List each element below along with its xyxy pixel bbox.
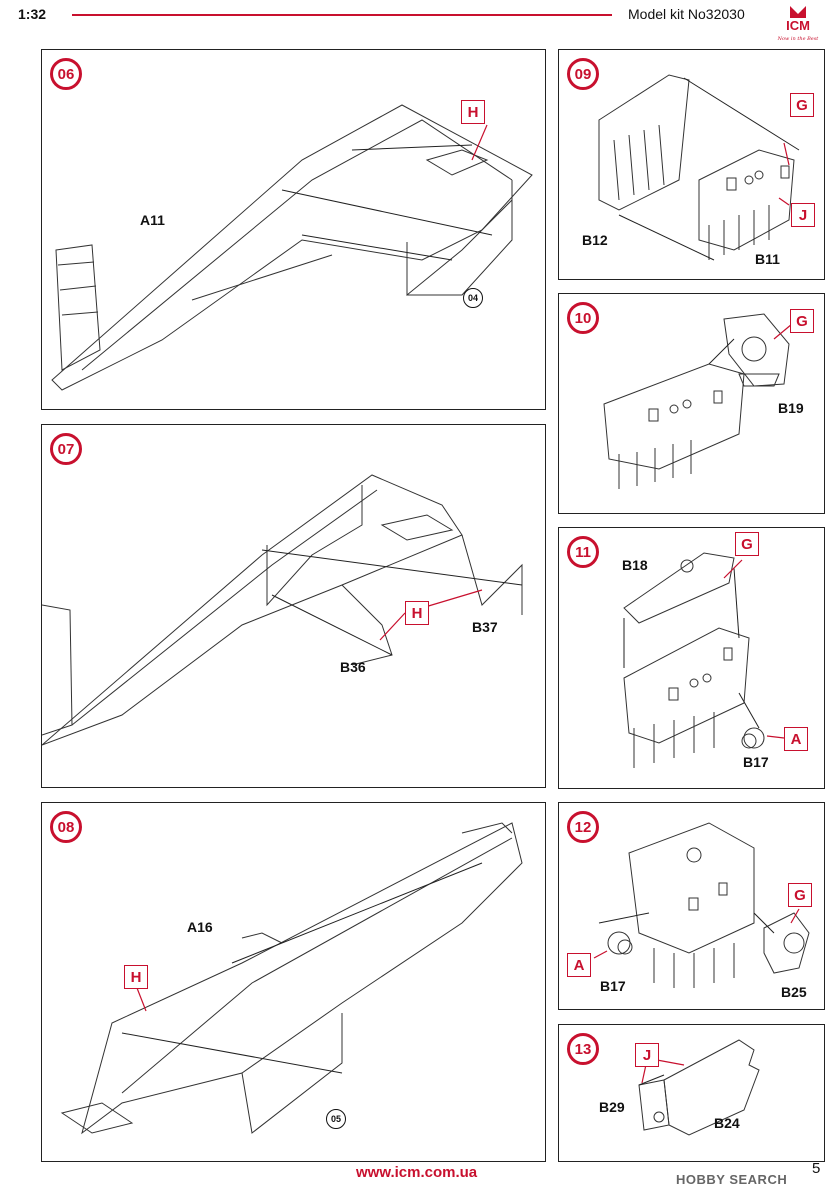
part-label-a16: A16: [187, 919, 213, 935]
step-11-panel: 11 B18 B17 G A: [558, 527, 825, 789]
step-number-badge: 11: [567, 536, 599, 568]
reference-box-h: H: [124, 965, 148, 989]
sub-step-reference: 05: [326, 1109, 346, 1129]
reference-box-h: H: [405, 601, 429, 625]
part-label-b17: B17: [600, 978, 626, 994]
scale-label: 1:32: [18, 6, 47, 22]
reference-box-j: J: [791, 203, 815, 227]
part-label-b17: B17: [743, 754, 769, 770]
reference-box-g: G: [790, 309, 814, 333]
part-label-b19: B19: [778, 400, 804, 416]
step-number-badge: 06: [50, 58, 82, 90]
part-label-b37: B37: [472, 619, 498, 635]
reference-box-a: A: [567, 953, 591, 977]
part-label-b36: B36: [340, 659, 366, 675]
reference-box-j: J: [635, 1043, 659, 1067]
icm-logo: ICM Now in the Best: [777, 6, 820, 42]
engine-block-drawing: [603, 313, 793, 489]
svg-text:Now in the Best: Now in the Best: [777, 36, 820, 42]
step-number-badge: 07: [50, 433, 82, 465]
step-number-badge: 10: [567, 302, 599, 334]
engine-block-drawing: [623, 552, 785, 768]
part-label-b24: B24: [714, 1115, 740, 1131]
part-label-b25: B25: [781, 984, 807, 1000]
svg-text:ICM: ICM: [786, 18, 810, 33]
fuselage-frame-drawing: [51, 104, 533, 391]
step-07-panel: 07 B36 B37 H: [41, 424, 546, 788]
step-10-panel: 10 B19 G: [558, 293, 825, 514]
fuselage-frame-drawing: [60, 822, 523, 1135]
fuselage-frame-drawing: [42, 474, 523, 746]
header-rule: [72, 14, 612, 16]
step-06-panel: 06 A11 H 04: [41, 49, 546, 410]
exhaust-cover-drawing: [638, 1039, 760, 1136]
step-number-badge: 08: [50, 811, 82, 843]
part-label-b11: B11: [755, 251, 780, 267]
engine-block-drawing: [598, 74, 800, 261]
sub-step-reference: 04: [463, 288, 483, 308]
part-label-b29: B29: [599, 1099, 625, 1115]
reference-box-g: G: [788, 883, 812, 907]
step-08-panel: 08 A16 H 05: [41, 802, 546, 1162]
part-label-a11: A11: [140, 212, 165, 228]
step-number-badge: 12: [567, 811, 599, 843]
reference-box-h: H: [461, 100, 485, 124]
reference-box-a: A: [784, 727, 808, 751]
reference-box-g: G: [735, 532, 759, 556]
step-number-badge: 09: [567, 58, 599, 90]
reference-box-g: G: [790, 93, 814, 117]
part-label-b18: B18: [622, 557, 648, 573]
step-12-panel: 12 B17 B25 A G: [558, 802, 825, 1010]
model-kit-number: Model kit No32030: [628, 6, 745, 22]
page-number: 5: [812, 1160, 821, 1177]
step-09-panel: 09 B12 B11 G J: [558, 49, 825, 280]
watermark: HOBBY SEARCH: [676, 1172, 788, 1187]
website-url[interactable]: www.icm.com.ua: [356, 1164, 478, 1181]
step-number-badge: 13: [567, 1033, 599, 1065]
engine-assembly-drawing: [593, 822, 810, 988]
step-13-panel: 13 B29 B24 J: [558, 1024, 825, 1162]
part-label-b12: B12: [582, 232, 608, 248]
